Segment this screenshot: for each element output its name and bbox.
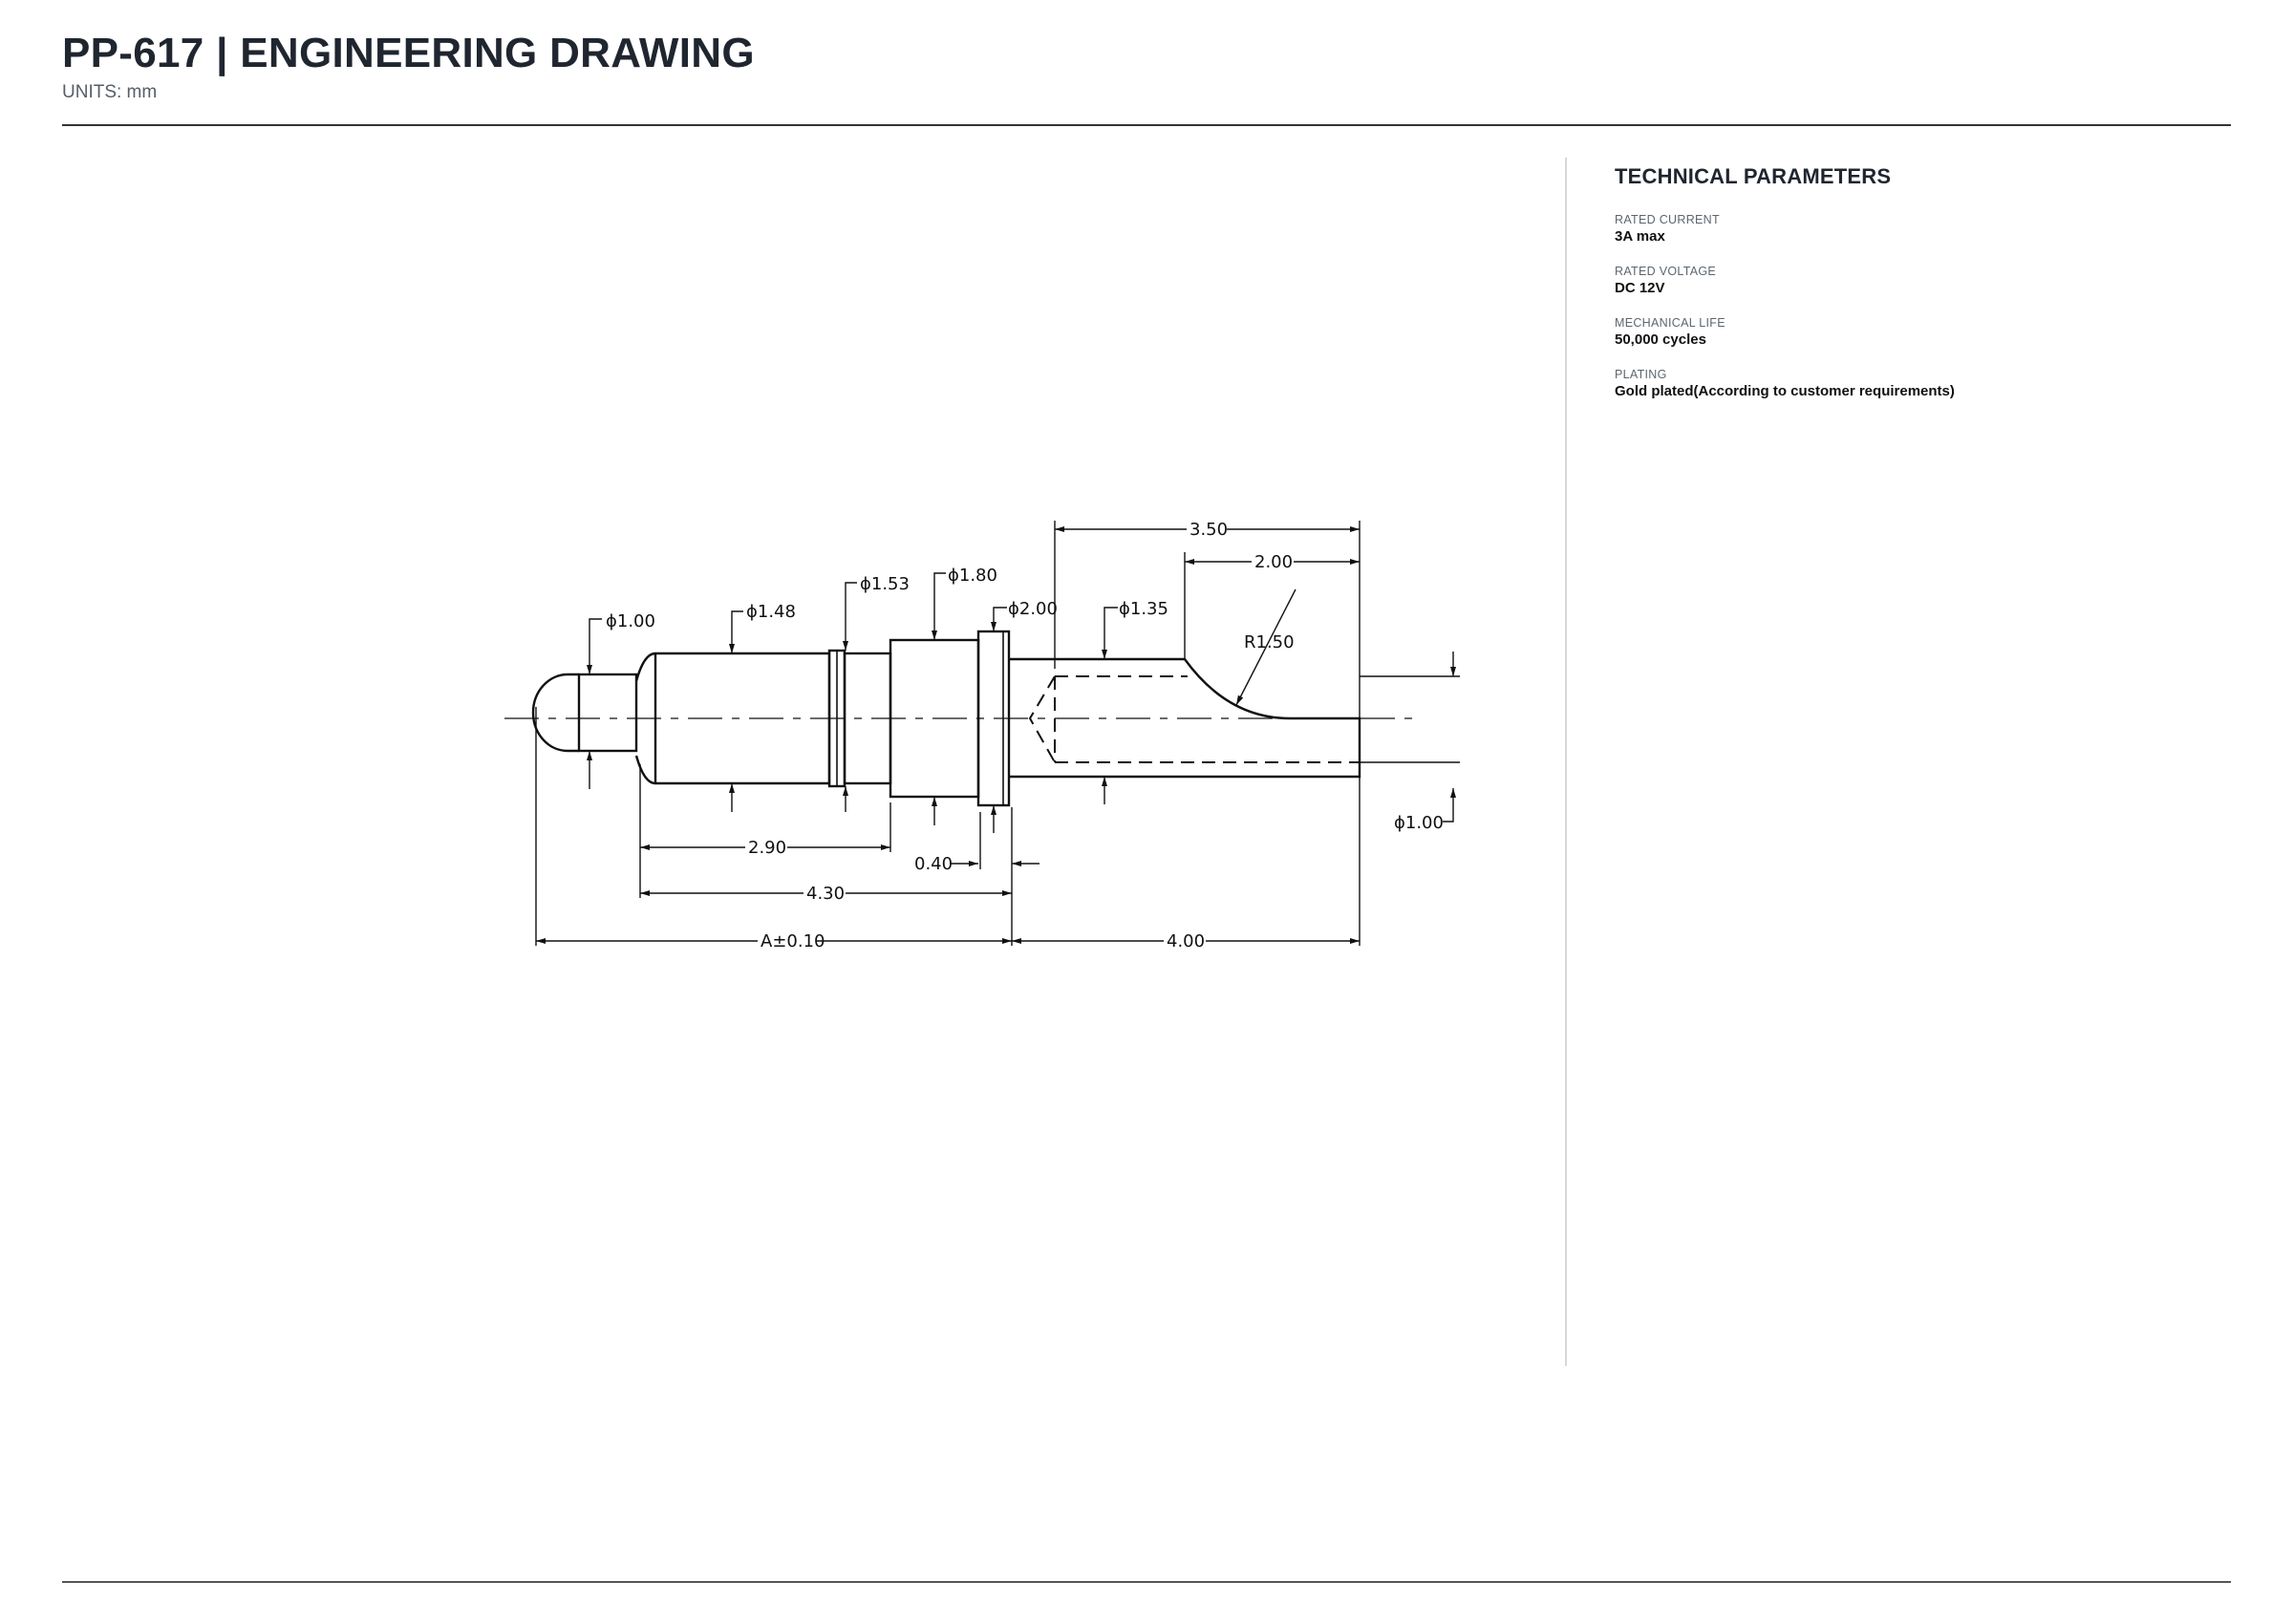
units-label: UNITS: mm [62,82,158,102]
param-mechanical-life: MECHANICAL LIFE 50,000 cycles [1615,315,2207,350]
header-divider [62,124,2231,126]
param-value: DC 12V [1615,280,1665,296]
dim-label-tail-dia: ϕ1.35 [1119,599,1168,619]
dim-label-cut-length: 2.00 [1254,552,1293,572]
dim-label-tip-dia: ϕ1.00 [606,611,655,631]
dim-label-end-dia: ϕ1.00 [1394,813,1444,833]
pogo-pin-drawing: ϕ1.00 ϕ1.48 ϕ1.53 ϕ1.80 ϕ2.00 ϕ1.35 ϕ1.0… [504,518,1460,951]
param-label: RATED CURRENT [1615,213,1720,226]
param-value: Gold plated(According to customer requir… [1615,383,1955,399]
dimension-labels: ϕ1.00 ϕ1.48 ϕ1.53 ϕ1.80 ϕ2.00 ϕ1.35 ϕ1.0… [606,518,1444,951]
param-label: RATED VOLTAGE [1615,265,1716,278]
dim-label-flange-thickness: 0.40 [914,854,953,874]
header: PP-617 | ENGINEERING DRAWING UNITS: mm [62,27,755,103]
param-rated-voltage: RATED VOLTAGE DC 12V [1615,264,2207,298]
tip-shaft [577,673,638,753]
dim-label-plunger-dia: ϕ1.48 [746,602,796,622]
dim-label-tail-length: 3.50 [1189,520,1228,540]
dim-label-radius: R1.50 [1244,632,1295,652]
dim-label-tail-total: 4.00 [1167,931,1205,951]
engineering-drawing: ϕ1.00 ϕ1.48 ϕ1.53 ϕ1.80 ϕ2.00 ϕ1.35 ϕ1.0… [62,158,1553,1366]
page-title: PP-617 | ENGINEERING DRAWING [62,30,755,76]
technical-parameters-panel: TECHNICAL PARAMETERS RATED CURRENT 3A ma… [1615,164,2207,418]
dimension-lines [535,521,1460,946]
param-label: MECHANICAL LIFE [1615,316,1725,330]
dim-label-ring-dia: ϕ1.53 [860,574,910,594]
hidden-bore [1028,675,1360,763]
dim-label-head-length: 4.30 [806,884,845,904]
dim-label-barrel-dia: ϕ1.80 [948,566,997,586]
footer-divider [62,1581,2231,1583]
panel-divider [1565,158,1567,1366]
tail [1009,657,1361,779]
param-value: 50,000 cycles [1615,331,1706,348]
dim-label-flange-dia: ϕ2.00 [1008,599,1058,619]
param-value: 3A max [1615,228,1665,245]
parameters-heading: TECHNICAL PARAMETERS [1615,164,1892,188]
param-rated-current: RATED CURRENT 3A max [1615,212,2207,246]
param-plating: PLATING Gold plated(According to custome… [1615,367,2207,401]
param-label: PLATING [1615,368,1667,381]
dim-label-overall-a: A±0.10 [761,931,825,951]
dimension-arrows [536,526,1456,944]
dim-label-plunger-length: 2.90 [748,838,786,858]
tip-dome [531,673,579,753]
